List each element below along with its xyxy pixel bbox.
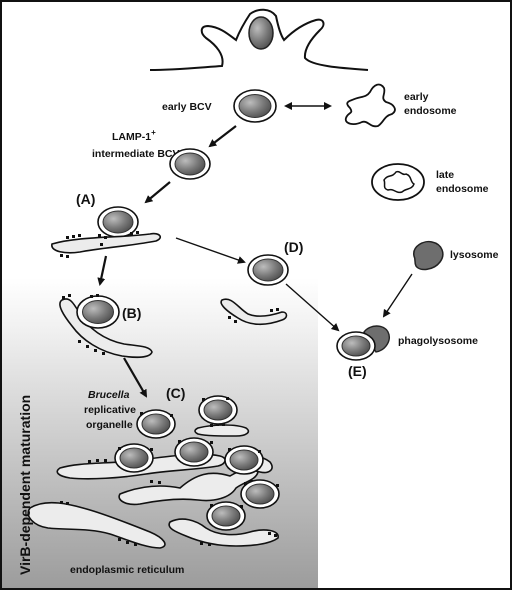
arrow-b-to-c: [123, 357, 148, 398]
er-label: endoplasmic reticulum: [70, 564, 184, 576]
stage-d-er: [220, 298, 288, 326]
stage-e-label: (E): [348, 363, 367, 379]
stage-d-label: (D): [284, 239, 303, 255]
rbcv-3: [114, 443, 154, 473]
late-endosome: [371, 163, 425, 201]
stage-c-label: (C): [166, 385, 185, 401]
stage-a-label: (A): [76, 191, 95, 207]
early-endosome: [344, 83, 396, 128]
early-bcv-label: early BCV: [162, 101, 212, 113]
arrow-a-to-b: [97, 255, 108, 286]
early-endosome-label-1: early: [404, 91, 429, 103]
rbcv-5: [224, 445, 264, 475]
replicating-bcv-ribosomes: [118, 397, 279, 508]
arrow-lysosome-to-e: [382, 273, 413, 318]
virb-label: VirB-dependent maturation: [17, 395, 33, 575]
intermediate-bcv: [169, 148, 211, 180]
late-endosome-label-1: late: [436, 169, 454, 181]
replicative-label: replicative: [84, 404, 136, 416]
stage-a-ribosomes: [60, 231, 139, 258]
organelle-label: organelle: [86, 419, 133, 431]
arrow-early-to-intermediate: [208, 125, 237, 148]
early-bcv: [233, 89, 277, 123]
phagolysosome: [336, 325, 390, 361]
stage-a-er: [51, 232, 162, 254]
arrow-intermediate-to-a: [144, 181, 171, 204]
rbcv-4: [174, 437, 214, 467]
lamp1-label: LAMP-1+: [112, 128, 156, 143]
lamp1-text: LAMP-1: [112, 131, 151, 143]
stage-d-ribosomes: [228, 308, 279, 323]
replicating-bcvs: [114, 395, 280, 531]
rbcv-2: [136, 409, 176, 439]
stage-b-ribosomes: [62, 294, 105, 355]
entering-bacterium: [248, 16, 274, 50]
arrow-a-to-d: [175, 237, 246, 264]
stage-b-bcv: [76, 295, 120, 329]
rbcv-1: [198, 395, 238, 425]
er-network: [27, 424, 279, 549]
stage-a-bcv: [97, 206, 139, 238]
phagolysosome-label: phagolysosome: [398, 335, 478, 347]
brucella-label: Brucella: [88, 389, 130, 401]
stage-d-bcv: [247, 254, 289, 286]
rbcv-7: [206, 501, 246, 531]
lamp1-superscript: +: [151, 128, 156, 137]
lysosome: [413, 240, 444, 271]
late-endosome-label-2: endosome: [436, 183, 489, 195]
intermediate-bcv-label: intermediate BCV: [92, 148, 180, 160]
early-endosome-label-2: endosome: [404, 105, 457, 117]
arrow-d-to-e: [285, 283, 340, 332]
stage-b-label: (B): [122, 305, 141, 321]
lysosome-label: lysosome: [450, 249, 499, 261]
cell-membrane: [149, 8, 369, 71]
rbcv-6: [240, 479, 280, 509]
